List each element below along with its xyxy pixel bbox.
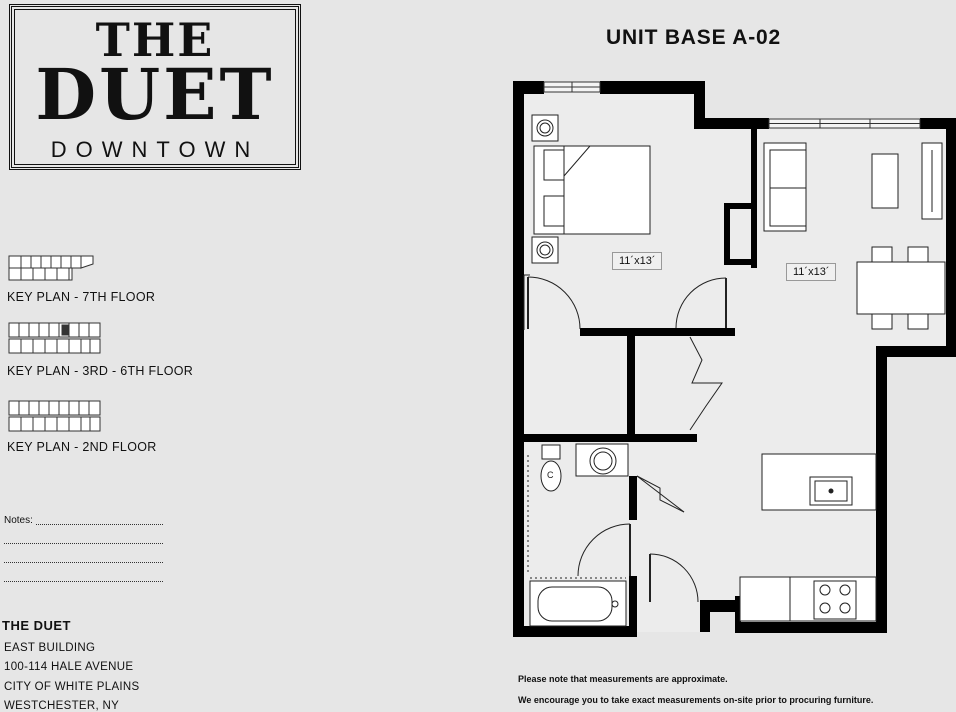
- disclaimer-onsite: We encourage you to take exact measureme…: [518, 695, 874, 705]
- address-line: CITY OF WHITE PLAINS: [4, 681, 140, 693]
- building-name: THE DUET: [2, 618, 71, 633]
- logo: THE DUET DOWNTOWN: [9, 4, 301, 170]
- notes-line[interactable]: [4, 543, 163, 544]
- logo-duet: DUET: [35, 53, 275, 136]
- notes-label: Notes:: [4, 515, 33, 526]
- notes-line[interactable]: [4, 581, 163, 582]
- key-plan-2nd-floor-icon: [8, 400, 101, 432]
- bedroom-dimensions: 11´x13´: [612, 252, 663, 270]
- address-line: 100-114 HALE AVENUE: [4, 661, 134, 673]
- key-plan-label-2nd: KEY PLAN - 2ND FLOOR: [7, 440, 157, 454]
- living-room-dimensions: 11´x13´: [786, 263, 837, 281]
- logo-the: THE: [95, 13, 215, 67]
- address-line: WESTCHESTER, NY: [4, 700, 120, 712]
- notes-line[interactable]: [4, 562, 163, 563]
- key-plan-7th-floor-icon: [8, 255, 94, 281]
- key-plan-label-7th: KEY PLAN - 7TH FLOOR: [7, 290, 156, 304]
- address-line: EAST BUILDING: [4, 642, 96, 654]
- unit-title: UNIT BASE A-02: [606, 26, 781, 49]
- logo-downtown: DOWNTOWN: [50, 137, 260, 162]
- notes-line[interactable]: [36, 524, 163, 525]
- key-plan-3rd-6th-floor-icon: [8, 322, 101, 354]
- key-plan-label-3rd-6th: KEY PLAN - 3RD - 6TH FLOOR: [7, 364, 194, 378]
- disclaimer-measurements: Please note that measurements are approx…: [518, 674, 728, 684]
- svg-text:C: C: [547, 470, 554, 480]
